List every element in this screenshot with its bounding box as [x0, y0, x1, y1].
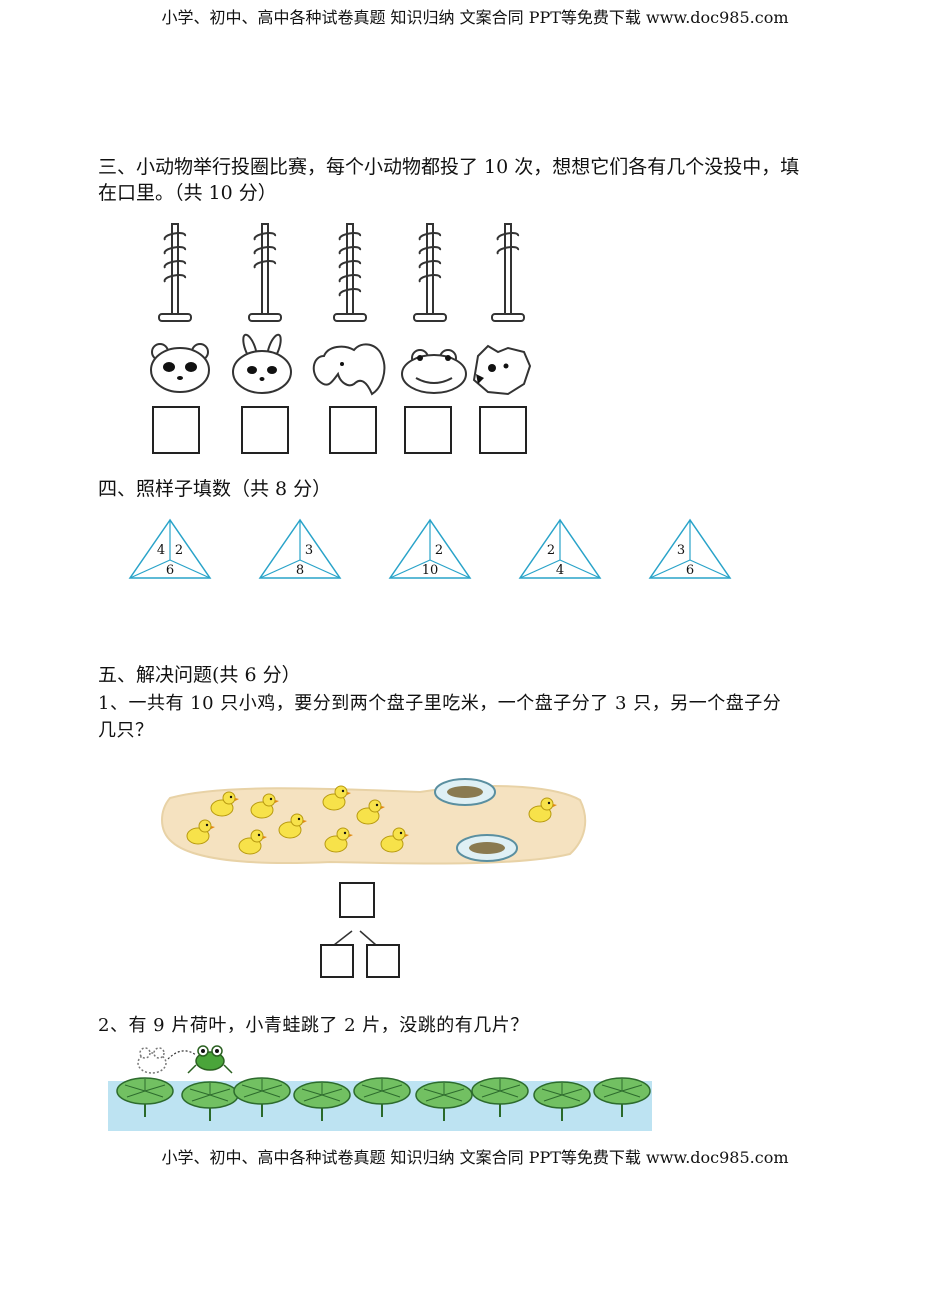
chick-icon [238, 829, 267, 855]
frog-icon [401, 349, 467, 394]
ring [163, 232, 186, 241]
ring [418, 260, 441, 269]
question-1-line1: 1、一共有 10 只小鸡，要分到两个盘子里吃米，一个盘子分了 3 只，另一个盘子… [98, 693, 782, 714]
number-triangle: 36 [648, 518, 732, 579]
frog-outline-icon [137, 1047, 167, 1074]
lotus-pond-illustration [108, 1045, 652, 1131]
answer-box-pig[interactable] [479, 406, 527, 454]
chick-icon [210, 791, 239, 817]
chicks-illustration [161, 778, 587, 865]
triangle-right-number: 2 [435, 543, 443, 558]
ring [253, 246, 276, 255]
ring-pole [248, 223, 282, 322]
lotus-leaf-icon [471, 1077, 529, 1117]
ring [253, 232, 276, 241]
triangle-bottom-number: 10 [422, 563, 439, 578]
number-bond-part-left-box[interactable] [320, 944, 354, 978]
ring-pole [491, 223, 525, 322]
ring-pole [413, 223, 447, 322]
ring [163, 246, 186, 255]
lotus-leaf-icon [533, 1081, 591, 1121]
section3-title: 三、小动物举行投圈比赛，每个小动物都投了 10 次，想想它们各有几个没投中，填 … [98, 154, 799, 206]
ring [496, 232, 519, 241]
chick-icon [250, 793, 279, 819]
answer-box-frog[interactable] [404, 406, 452, 454]
ring-toss-poles [158, 223, 525, 322]
number-triangle: 24 [518, 518, 602, 579]
section4-title: 四、照样子填数（共 8 分） [98, 478, 332, 500]
triangle-right-number: 2 [175, 543, 183, 558]
lotus-leaf-icon [233, 1077, 291, 1117]
section3-title-line1: 三、小动物举行投圈比赛，每个小动物都投了 10 次，想想它们各有几个没投中，填 [98, 156, 800, 178]
number-bond-part-right-box[interactable] [366, 944, 400, 978]
chick-icon [186, 819, 215, 845]
rabbit-icon [232, 333, 292, 394]
chick-icon [380, 827, 409, 853]
ring [338, 232, 361, 241]
ring-pole [158, 223, 192, 322]
triangle-left-number: 3 [677, 543, 685, 558]
lotus-leaf-icon [353, 1077, 411, 1117]
triangle-bottom-number: 8 [296, 563, 304, 578]
animal-faces [150, 333, 532, 396]
lotus-leaf-icon [593, 1077, 651, 1117]
question-1-line2: 几只？ [98, 720, 154, 741]
triangle-left-number: 2 [547, 543, 555, 558]
ring [163, 260, 186, 269]
number-triangle: 38 [258, 518, 342, 579]
answer-box-panda[interactable] [152, 406, 200, 454]
number-bond [333, 930, 377, 946]
answer-box-rabbit[interactable] [241, 406, 289, 454]
lotus-leaf-icon [116, 1077, 174, 1117]
triangle-left-number: 4 [157, 543, 165, 558]
ring [338, 288, 361, 297]
elephant-icon [312, 343, 386, 396]
chick-icon [278, 813, 307, 839]
number-bond-whole-box[interactable] [339, 882, 375, 918]
panda-icon [150, 343, 210, 393]
lotus-leaf-icon [415, 1081, 473, 1121]
ring [338, 260, 361, 269]
ring [163, 274, 186, 283]
ring [496, 246, 519, 255]
lotus-leaf-icon [293, 1081, 351, 1121]
rice-plate-icon [434, 778, 496, 806]
ring [338, 274, 361, 283]
chick-icon [356, 799, 385, 825]
number-triangle: 210 [388, 518, 472, 579]
ring [418, 232, 441, 241]
page-footer: 小学、初中、高中各种试卷真题 知识归纳 文案合同 PPT等免费下载 www.do… [161, 1148, 789, 1167]
chick-icon [324, 827, 353, 853]
pig-icon [472, 344, 532, 396]
section5-title: 五、解决问题(共 6 分） [98, 664, 301, 686]
answer-box-elephant[interactable] [329, 406, 377, 454]
triangle-bottom-number: 6 [686, 563, 694, 578]
question-2: 2、有 9 片荷叶，小青蛙跳了 2 片，没跳的有几片？ [98, 1015, 529, 1036]
ring-pole [333, 223, 367, 322]
ring [418, 246, 441, 255]
rice-plate-icon [456, 834, 518, 862]
ring [418, 274, 441, 283]
question-1: 1、一共有 10 只小鸡，要分到两个盘子里吃米，一个盘子分了 3 只，另一个盘子… [98, 690, 858, 744]
ring [338, 246, 361, 255]
chick-icon [322, 785, 351, 811]
section3-title-line2: 在口里。（共 10 分） [98, 182, 277, 204]
triangle-bottom-number: 4 [556, 563, 564, 578]
ring [253, 260, 276, 269]
triangle-right-number: 3 [305, 543, 313, 558]
triangle-bottom-number: 6 [166, 563, 174, 578]
chick-icon [528, 797, 557, 823]
frog-icon [187, 1045, 233, 1074]
page-header: 小学、初中、高中各种试卷真题 知识归纳 文案合同 PPT等免费下载 www.do… [161, 8, 789, 27]
